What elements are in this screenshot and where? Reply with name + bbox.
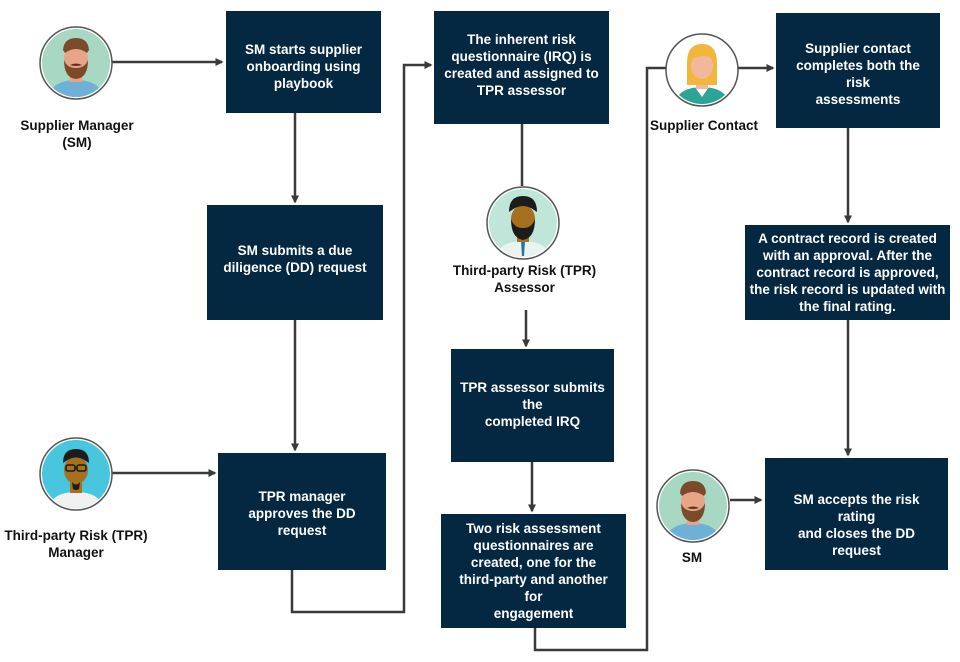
supplier-contact-avatar-icon — [665, 33, 739, 107]
supplier-contact-label: Supplier Contact — [649, 118, 758, 133]
tpr-manager-label: Third-party Risk (TPR)Manager — [4, 528, 148, 560]
supplier-manager-label: Supplier Manager(SM) — [20, 118, 134, 150]
tpr-manager-avatar-icon — [39, 437, 113, 511]
supplier-manager-avatar-icon — [39, 26, 113, 100]
tpr-assessor-label: Third-party Risk (TPR)Assessor — [452, 263, 597, 295]
sm-label: SM — [681, 550, 703, 565]
tpr-assessor-avatar-icon — [486, 186, 560, 260]
arrow-s3-to-s4 — [290, 61, 433, 614]
sm-avatar-icon — [656, 469, 730, 543]
